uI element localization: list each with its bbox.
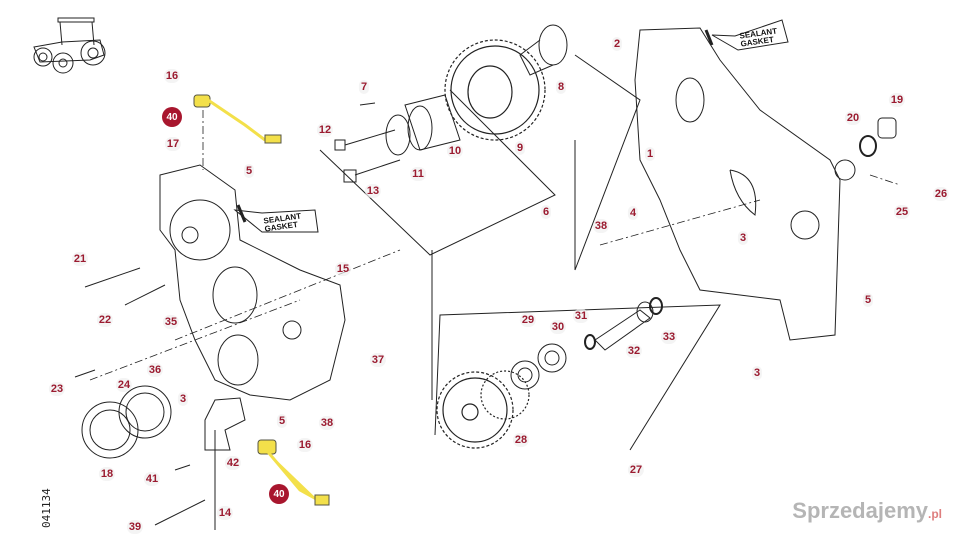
sensor-callout-badge[interactable]: 40 xyxy=(162,107,182,127)
part-callout-21[interactable]: 21 xyxy=(71,252,89,266)
part-callout-20[interactable]: 20 xyxy=(844,111,862,125)
washer-11 xyxy=(385,114,411,156)
part-callout-33[interactable]: 33 xyxy=(660,330,678,344)
tractor-icon xyxy=(33,17,106,74)
long-bolts xyxy=(74,267,206,526)
part-callout-2[interactable]: 2 xyxy=(611,37,623,51)
part-callout-28[interactable]: 28 xyxy=(512,433,530,447)
part-callout-38[interactable]: 38 xyxy=(318,416,336,430)
part-callout-32[interactable]: 32 xyxy=(625,344,643,358)
part-callout-3[interactable]: 3 xyxy=(737,231,749,245)
part-callout-7[interactable]: 7 xyxy=(358,80,370,94)
part-callout-24[interactable]: 24 xyxy=(115,378,133,392)
seal-rings xyxy=(584,135,877,350)
watermark-tld: .pl xyxy=(928,507,942,521)
part-callout-30[interactable]: 30 xyxy=(549,320,567,334)
part-callout-36[interactable]: 36 xyxy=(146,363,164,377)
part-callout-5[interactable]: 5 xyxy=(276,414,288,428)
part-callout-9[interactable]: 9 xyxy=(514,141,526,155)
part-callout-16[interactable]: 16 xyxy=(296,438,314,452)
part-callout-19[interactable]: 19 xyxy=(888,93,906,107)
part-callout-13[interactable]: 13 xyxy=(364,184,382,198)
front-cover-left xyxy=(159,164,346,401)
part-callout-37[interactable]: 37 xyxy=(369,353,387,367)
part-callout-38[interactable]: 38 xyxy=(592,219,610,233)
part-callout-39[interactable]: 39 xyxy=(126,520,144,534)
part-callout-42[interactable]: 42 xyxy=(224,456,242,470)
part-callout-15[interactable]: 15 xyxy=(334,262,352,276)
part-callout-1[interactable]: 1 xyxy=(644,147,656,161)
plug-19 xyxy=(877,117,897,139)
bolts-7-12-13 xyxy=(334,102,401,183)
part-callout-29[interactable]: 29 xyxy=(519,313,537,327)
watermark: Sprzedajemy.pl xyxy=(792,498,942,524)
part-callout-25[interactable]: 25 xyxy=(893,205,911,219)
drawing-number: 041134 xyxy=(40,488,53,528)
part-callout-3[interactable]: 3 xyxy=(177,392,189,406)
centre-lines xyxy=(89,110,901,381)
watermark-text: Sprzedajemy xyxy=(792,498,928,523)
part-callout-4[interactable]: 4 xyxy=(627,206,639,220)
gear-9 xyxy=(444,39,546,141)
part-callout-23[interactable]: 23 xyxy=(48,382,66,396)
leader-lines xyxy=(214,54,721,530)
part-callout-10[interactable]: 10 xyxy=(446,144,464,158)
part-callout-3[interactable]: 3 xyxy=(751,366,763,380)
part-callout-14[interactable]: 14 xyxy=(216,506,234,520)
part-callout-26[interactable]: 26 xyxy=(932,187,950,201)
bracket-42 xyxy=(204,397,246,451)
bushing-10 xyxy=(404,94,461,151)
sensor-callout-badge[interactable]: 40 xyxy=(269,484,289,504)
part-callout-11[interactable]: 11 xyxy=(410,167,426,181)
part-callout-31[interactable]: 31 xyxy=(572,309,590,323)
sensor-40-bottom xyxy=(257,439,330,506)
part-callout-6[interactable]: 6 xyxy=(540,205,552,219)
part-callout-8[interactable]: 8 xyxy=(555,80,567,94)
part-callout-5[interactable]: 5 xyxy=(243,164,255,178)
part-callout-35[interactable]: 35 xyxy=(162,315,180,329)
sealant-tubes xyxy=(233,19,789,233)
part-callout-18[interactable]: 18 xyxy=(98,467,116,481)
seals-18-24 xyxy=(81,385,172,459)
sensor-40-top xyxy=(193,94,282,144)
bearing-29-30 xyxy=(510,343,567,390)
part-callout-17[interactable]: 17 xyxy=(164,137,182,151)
hub-8 xyxy=(519,24,568,76)
part-callout-5[interactable]: 5 xyxy=(862,293,874,307)
part-callout-27[interactable]: 27 xyxy=(627,463,645,477)
part-callout-41[interactable]: 41 xyxy=(143,472,161,486)
timing-housing-right xyxy=(634,27,856,341)
part-callout-22[interactable]: 22 xyxy=(96,313,114,327)
part-callout-16[interactable]: 16 xyxy=(163,69,181,83)
gear-28 xyxy=(436,370,530,449)
part-callout-12[interactable]: 12 xyxy=(316,123,334,137)
